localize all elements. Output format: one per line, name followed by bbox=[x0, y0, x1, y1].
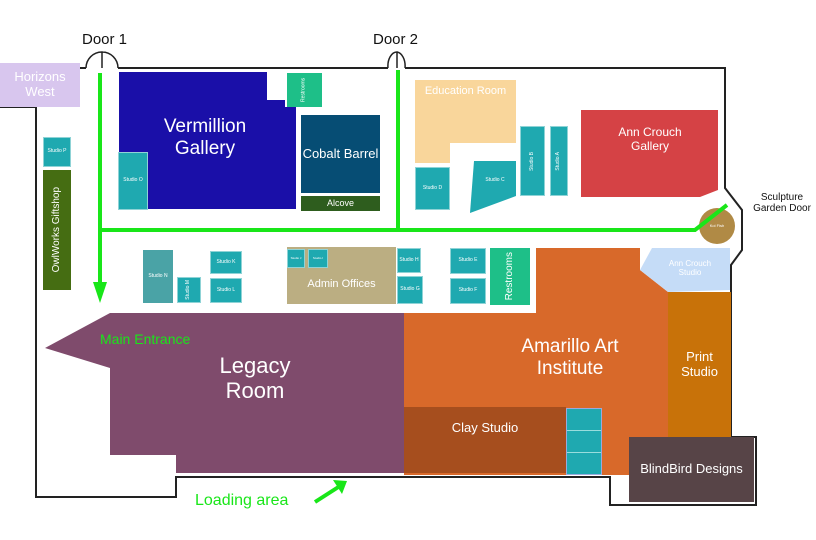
room-blindbird-designs[interactable]: BlindBird Designs bbox=[629, 437, 754, 502]
loading-arrow bbox=[313, 484, 342, 504]
door-2-label[interactable]: Door 2 bbox=[373, 31, 419, 48]
room-studio-m: Studio M bbox=[185, 280, 192, 300]
room-studio-l[interactable]: Studio L bbox=[210, 278, 242, 303]
room-studio-e[interactable]: Studio E bbox=[450, 248, 486, 274]
room-print-studio[interactable]: Print Studio bbox=[668, 292, 731, 437]
room-amarillo-art-institute[interactable]: Amarillo Art Institute bbox=[521, 336, 619, 379]
vermillion-gallery-shape bbox=[119, 72, 296, 209]
room-legacy-room[interactable]: Legacy Room bbox=[219, 352, 291, 403]
clay-studio-storage bbox=[566, 408, 602, 475]
room-studio-j[interactable]: Studio J bbox=[287, 249, 305, 268]
route-arrow bbox=[93, 282, 107, 303]
green-route bbox=[98, 70, 729, 290]
sculpture-garden-door[interactable]: Sculpture Garden Door bbox=[753, 192, 811, 214]
door-1-label[interactable]: Door 1 bbox=[82, 31, 128, 48]
room-owlworks-giftshop: OwlWorks Giftshop bbox=[51, 187, 63, 273]
room-education[interactable]: Education Room bbox=[424, 84, 507, 97]
room-clay-studio[interactable]: Clay Studio bbox=[404, 407, 566, 473]
room-studio-o[interactable]: Studio O bbox=[118, 152, 148, 210]
room-ann-crouch-gallery[interactable]: Ann Crouch Gallery bbox=[618, 125, 682, 153]
room-studio-d[interactable]: Studio D bbox=[415, 167, 450, 210]
room-studio-k[interactable]: Studio K bbox=[210, 251, 242, 274]
room-cobalt-barrel[interactable]: Cobalt Barrel bbox=[301, 115, 380, 193]
loading-area-label: Loading area bbox=[195, 492, 289, 509]
main-entrance-label: Main Entrance bbox=[100, 331, 191, 347]
room-admin-offices[interactable]: Admin Offices bbox=[287, 247, 396, 304]
room-studio-b: Studio B bbox=[528, 151, 535, 171]
room-alcove[interactable]: Alcove bbox=[301, 196, 380, 211]
room-studio-g[interactable]: Studio G bbox=[397, 276, 423, 304]
room-studio-f[interactable]: Studio F bbox=[450, 278, 486, 304]
room-horizons-west[interactable]: Horizons West bbox=[0, 63, 80, 107]
room-studio-a: Studio A bbox=[555, 151, 562, 171]
koi-fish-pond: Koi Fish bbox=[709, 222, 725, 228]
room-studio-c[interactable]: Studio C bbox=[485, 177, 505, 184]
room-ann-crouch-studio[interactable]: Ann Crouch Studio bbox=[668, 258, 712, 277]
room-studio-h[interactable]: Studio H bbox=[397, 248, 421, 273]
room-restrooms-top[interactable]: Restrooms bbox=[287, 73, 322, 107]
room-studio-n[interactable]: Studio N bbox=[143, 250, 173, 303]
room-studio-p[interactable]: Studio P bbox=[43, 137, 71, 167]
room-studio-i[interactable]: Studio I bbox=[308, 249, 328, 268]
room-vermillion-gallery[interactable]: Vermillion Gallery bbox=[163, 116, 247, 159]
room-restrooms-mid: Restrooms bbox=[504, 252, 516, 301]
